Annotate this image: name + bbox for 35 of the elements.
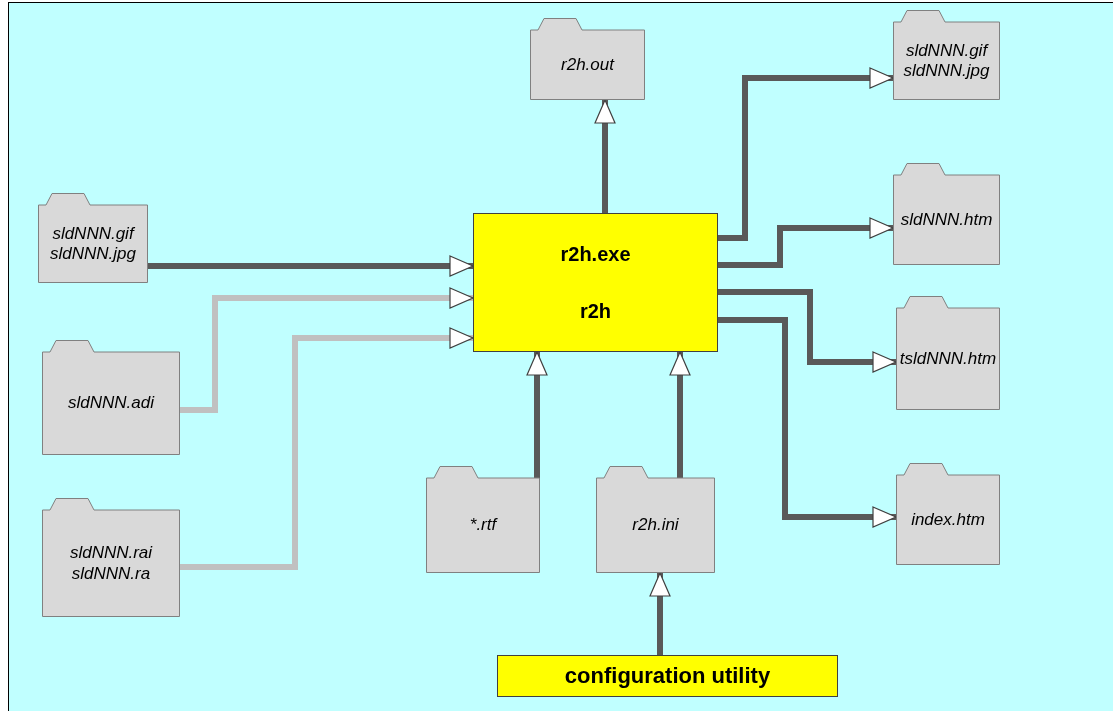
folder-node	[893, 163, 1000, 265]
arrow	[669, 351, 691, 478]
file-name: tsldNNN.htm	[899, 348, 997, 370]
file-name: r2h.ini	[632, 515, 679, 536]
folder-node	[896, 296, 1000, 410]
arrow	[180, 327, 474, 570]
folder-node	[896, 463, 1000, 565]
arrow	[526, 351, 548, 478]
folder-node	[38, 193, 148, 283]
utility-box	[497, 655, 838, 697]
folder-node	[426, 466, 540, 573]
file-name: r2h.out	[561, 54, 614, 76]
file-name: sldNNN.gif sldNNN.jpg	[902, 40, 991, 82]
program-box	[473, 213, 718, 352]
file-name: index.htm	[911, 509, 985, 531]
arrow	[718, 317, 897, 528]
folder-node	[893, 10, 1000, 100]
file-name: sldNNN.adi	[68, 393, 154, 414]
arrow	[718, 289, 897, 373]
file-name: sldNNN.rai sldNNN.ra	[68, 543, 154, 584]
arrow	[649, 572, 671, 655]
arrow	[594, 99, 616, 213]
arrow	[148, 255, 474, 277]
file-name: sldNNN.htm	[900, 209, 993, 231]
file-name: *.rtf	[469, 515, 497, 536]
file-name: sldNNN.gif sldNNN.jpg	[49, 223, 137, 265]
folder-node	[596, 466, 715, 573]
arrow	[718, 217, 894, 268]
program-name: r2h	[579, 299, 612, 323]
utility-label: configuration utility	[564, 663, 771, 689]
arrow	[180, 287, 474, 413]
program-name: r2h.exe	[560, 242, 631, 266]
folder-node	[42, 498, 180, 617]
folder-node	[42, 340, 180, 455]
arrow	[718, 67, 894, 241]
